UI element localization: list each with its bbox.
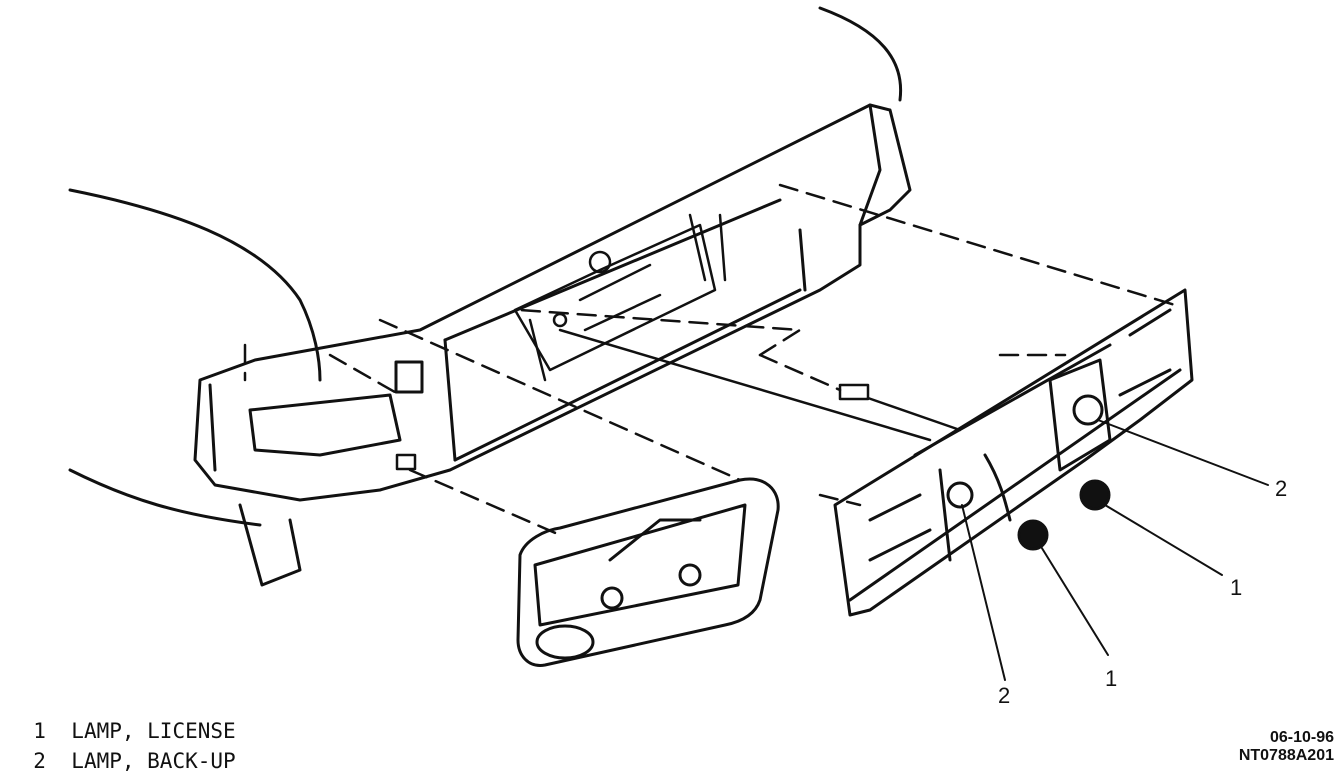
legend-item: 1 LAMP, LICENSE (8, 700, 236, 743)
license-plate-mount (513, 213, 727, 382)
alignment-lines (243, 183, 1177, 537)
license-lamp-bulbs (1017, 479, 1111, 551)
license-lamp-bracket (833, 288, 1194, 617)
callout-number-backup-lamp: 2 (998, 683, 1011, 708)
rear-bumper (193, 103, 912, 587)
drawing-date: 06-10-96 (1269, 729, 1334, 746)
wiring-harness (395, 328, 962, 471)
callout-leaders (961, 419, 1269, 681)
legend-label: LAMP, BACK-UP (71, 749, 236, 773)
legend-label: LAMP, LICENSE (71, 719, 236, 743)
callout-number-backup-lamp: 2 (1275, 476, 1288, 501)
callout-number-license-lamp: 1 (1105, 666, 1118, 691)
callout-number-license-lamp: 1 (1230, 575, 1243, 600)
legend-number: 1 (33, 719, 46, 743)
drawing-code: NT0788A201 (1238, 747, 1334, 764)
tail-lamp-assembly (516, 477, 780, 667)
legend-item: 2 LAMP, BACK-UP (8, 730, 236, 773)
legend-number: 2 (33, 749, 46, 773)
vehicle-body-outline (68, 6, 903, 527)
